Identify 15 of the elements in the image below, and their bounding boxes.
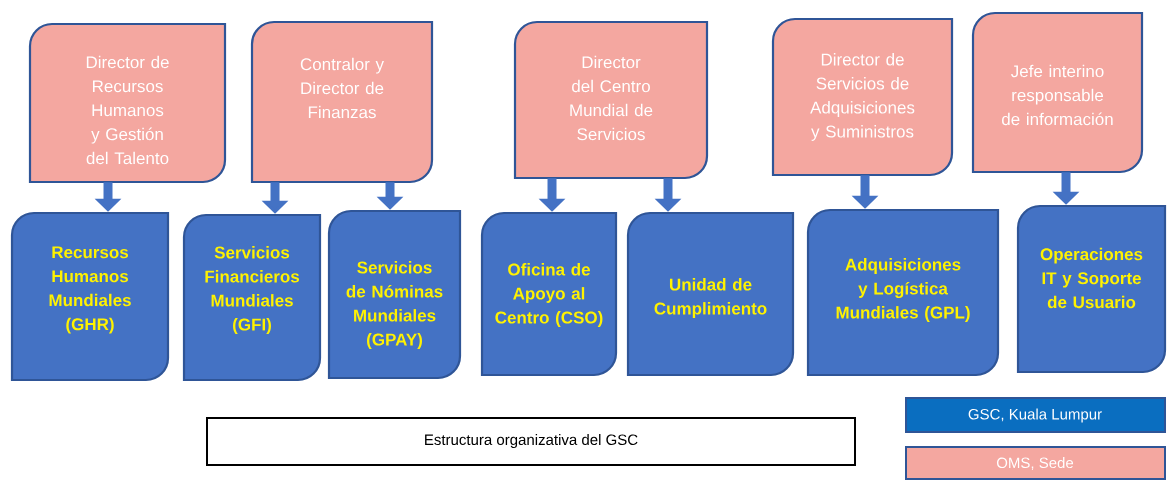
unit-box: Recursos Humanos Mundiales (GHR) — [10, 211, 170, 382]
legend-item: GSC, Kuala Lumpur — [905, 397, 1166, 433]
legend-item: OMS, Sede — [905, 446, 1166, 480]
director-box: Director de Servicios de Adquisiciones y Suministros — [771, 17, 954, 177]
director-box: Jefe interino responsable de información — [971, 11, 1144, 174]
unit-box: Servicios de Nóminas Mundiales (GPAY) — [327, 209, 462, 380]
director-box: Contralor y Director de Finanzas — [250, 20, 434, 184]
title-box: Estructura organizativa del GSC — [206, 417, 856, 466]
unit-box: Oficina de Apoyo al Centro (CSO) — [480, 211, 618, 377]
unit-box: Operaciones IT y Soporte de Usuario — [1016, 204, 1167, 374]
unit-box: Servicios Financieros Mundiales (GFI) — [182, 213, 322, 382]
director-box: Director del Centro Mundial de Servicios — [513, 20, 709, 180]
director-box: Director de Recursos Humanos y Gestión del Talento — [28, 22, 227, 184]
unit-box: Adquisiciones y Logística Mundiales (GPL) — [806, 208, 1000, 377]
unit-box: Unidad de Cumplimiento — [626, 211, 795, 377]
